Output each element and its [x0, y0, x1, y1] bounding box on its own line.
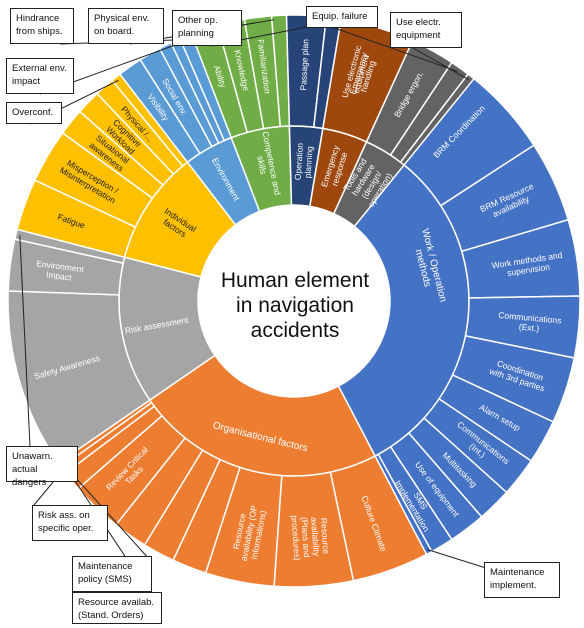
outer-label-resource-availability-plans-and-procedures: Resourceavailability(Plans andprocedures…: [289, 513, 331, 561]
outer-label-passage-plan: Passage plan: [298, 39, 310, 91]
callout-equip-failure: Equip. failure: [306, 6, 378, 28]
callout-other-op: Other op. planning: [172, 10, 242, 46]
callout-maint-implement: Maintenance implement.: [484, 562, 560, 598]
callout-unawarn: Unawarn. actual dangers: [6, 446, 78, 488]
callout-external-env: External env. impact: [6, 58, 74, 94]
outer-segment-segment-8-2: [399, 73, 476, 167]
callout-use-electr: Use electr. equipment: [390, 12, 462, 48]
inner-label-operation-planning: Operationplanning: [293, 142, 315, 181]
leader-line-unawarn: [19, 235, 31, 447]
outer-label-environment-impact: EnvironmentImpact: [34, 258, 84, 284]
outer-label-cognitive-workload: CognitiveWorkload: [104, 117, 144, 156]
callout-resource-avail: Resource availab. (Stand. Orders): [72, 592, 162, 624]
center-hole: [199, 206, 389, 396]
callout-hindrance: Hindrance from ships.: [10, 8, 74, 44]
leader-line-maint-implement: [427, 549, 487, 569]
callout-maint-policy: Maintenance policy (SMS): [72, 556, 152, 592]
callout-physical-env: Physical env. on board.: [88, 8, 164, 44]
leader-line-maint-policy: [66, 467, 151, 561]
callout-risk-ass: Risk ass. on specific oper.: [32, 505, 108, 541]
callout-overconf: Overconf.: [6, 102, 62, 124]
chart-title: Human element in navigation accidents: [220, 269, 370, 342]
